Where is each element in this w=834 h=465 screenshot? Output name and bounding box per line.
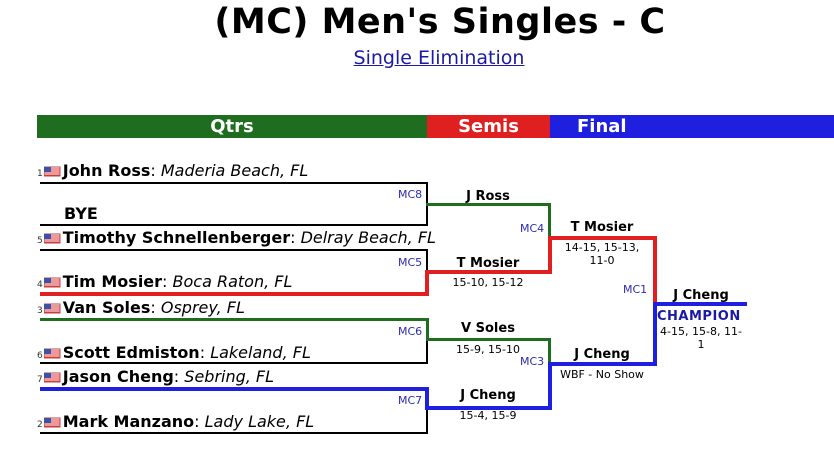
match-score: 14-15, 15-13, 11-0 bbox=[550, 241, 654, 267]
seed-number: 2 bbox=[37, 420, 43, 430]
bracket-line bbox=[426, 318, 429, 341]
player-location: Maderia Beach, FL bbox=[160, 161, 309, 180]
match-score: 15-4, 15-9 bbox=[459, 409, 517, 422]
round-header-qtrs: Qtrs bbox=[37, 115, 427, 138]
player-entry: BYE bbox=[37, 204, 98, 224]
score-line: 11-0 bbox=[589, 254, 615, 267]
player-name: Scott Edmiston bbox=[62, 343, 200, 362]
bracket-line bbox=[426, 409, 428, 434]
match-score: WBF - No Show bbox=[560, 368, 644, 381]
match-score: 4-15, 15-8, 11- 1 bbox=[656, 325, 746, 351]
bracket-line bbox=[426, 338, 550, 341]
seed-number: 6 bbox=[37, 351, 43, 361]
match-winner: V Soles bbox=[461, 321, 515, 336]
match-winner: T Mosier bbox=[570, 220, 634, 235]
match-id: MC3 bbox=[520, 355, 545, 368]
seed-number: 7 bbox=[37, 375, 43, 385]
bracket-line bbox=[40, 432, 428, 434]
bracket-line bbox=[40, 182, 428, 184]
bracket-line bbox=[425, 270, 550, 274]
bracket-line bbox=[425, 270, 429, 296]
usa-flag-icon bbox=[43, 233, 61, 244]
seed-number: 3 bbox=[37, 306, 43, 316]
score-line: 1 bbox=[697, 338, 705, 351]
player-name: Tim Mosier bbox=[62, 272, 163, 291]
player-location: Delray Beach, FL bbox=[300, 228, 436, 247]
match-winner: J Cheng bbox=[574, 347, 630, 362]
player-name: Van Soles bbox=[62, 298, 151, 317]
bracket-line bbox=[425, 387, 429, 409]
player-location: Lady Lake, FL bbox=[204, 412, 315, 431]
bracket-line bbox=[653, 236, 657, 306]
usa-flag-icon bbox=[43, 348, 61, 359]
bracket-line bbox=[425, 406, 550, 410]
player-location: Lakeland, FL bbox=[210, 343, 311, 362]
usa-flag-icon bbox=[43, 303, 61, 314]
bracket-line bbox=[548, 338, 551, 366]
bracket-line bbox=[653, 302, 747, 306]
player-name: Jason Cheng bbox=[62, 367, 174, 386]
seed-number: 5 bbox=[37, 236, 43, 246]
bracket-line bbox=[548, 362, 552, 410]
bracket-line bbox=[426, 203, 550, 206]
bracket-line bbox=[548, 236, 552, 274]
match-id: MC7 bbox=[398, 394, 423, 407]
match-winner: J Cheng bbox=[460, 388, 516, 403]
bracket-line bbox=[548, 203, 551, 237]
bracket-line bbox=[426, 249, 428, 271]
player-location: Sebring, FL bbox=[184, 367, 275, 386]
player-name: Mark Manzano bbox=[62, 412, 195, 431]
usa-flag-icon bbox=[43, 277, 61, 288]
usa-flag-icon bbox=[43, 166, 61, 177]
bracket-line bbox=[426, 341, 428, 364]
match-winner: J Ross bbox=[466, 189, 510, 204]
score-line: 4-15, 15-8, 11- bbox=[660, 325, 742, 338]
round-header-semis: Semis bbox=[427, 115, 550, 138]
seed-number: 4 bbox=[37, 280, 43, 290]
match-id: MC5 bbox=[398, 256, 423, 269]
bracket-line bbox=[40, 318, 428, 321]
bracket-line bbox=[40, 362, 428, 364]
page-title: (MC) Men's Singles - C bbox=[214, 2, 666, 42]
usa-flag-icon bbox=[43, 417, 61, 428]
bracket-line bbox=[548, 362, 656, 366]
player-location: Boca Raton, FL bbox=[172, 272, 293, 291]
bracket-line bbox=[653, 302, 657, 366]
bracket-line bbox=[40, 249, 428, 251]
score-line: 14-15, 15-13, bbox=[564, 241, 640, 254]
round-header-final: Final bbox=[550, 115, 834, 138]
player-name: John Ross bbox=[62, 161, 151, 180]
player-location: Osprey, FL bbox=[160, 298, 245, 317]
format-link[interactable]: Single Elimination bbox=[353, 47, 525, 69]
match-id: MC6 bbox=[398, 325, 423, 338]
match-id: MC8 bbox=[398, 188, 423, 201]
match-score: 15-9, 15-10 bbox=[456, 343, 520, 356]
match-id: MC1 bbox=[623, 283, 648, 296]
seed-number: 1 bbox=[37, 169, 43, 179]
usa-flag-icon bbox=[43, 372, 61, 383]
bracket-line bbox=[40, 224, 428, 226]
bracket-line bbox=[40, 292, 428, 296]
player-name: BYE bbox=[64, 204, 98, 223]
champion-label: CHAMPION bbox=[657, 309, 741, 324]
player-name: Timothy Schnellenberger bbox=[62, 228, 291, 247]
match-winner: T Mosier bbox=[456, 256, 520, 271]
bracket-line bbox=[40, 387, 428, 391]
match-score: 15-10, 15-12 bbox=[452, 276, 524, 289]
champion-name: J Cheng bbox=[673, 288, 729, 303]
bracket-line bbox=[548, 236, 656, 240]
match-id: MC4 bbox=[520, 222, 545, 235]
